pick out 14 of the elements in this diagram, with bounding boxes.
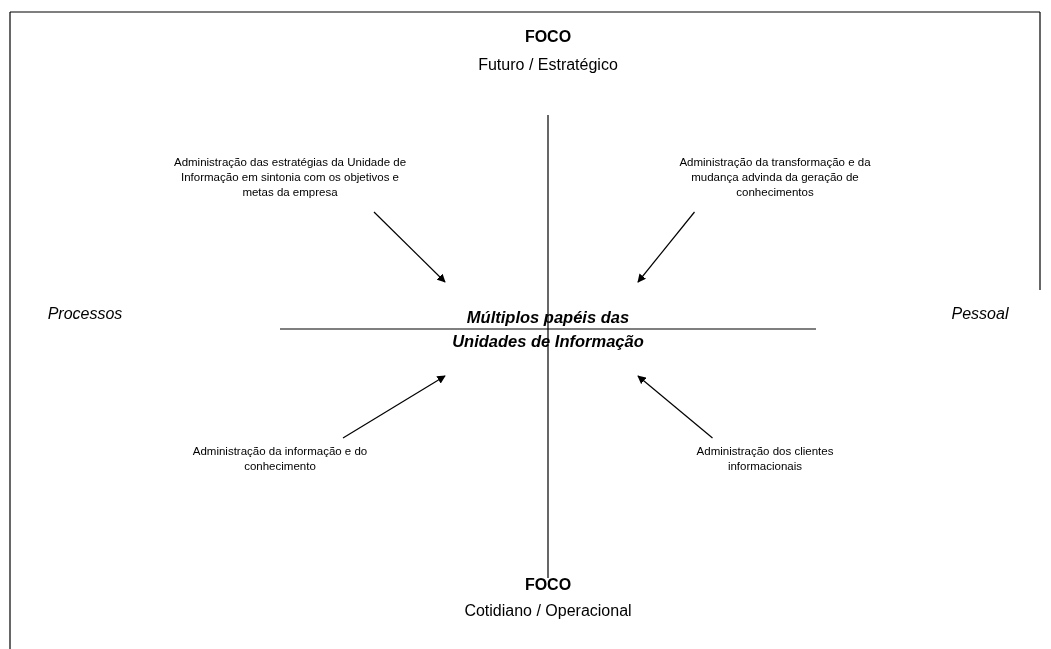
quadrant-text: Administração da transformação e da mudança advinda da geração de conhecimentos <box>678 154 872 200</box>
arrow <box>342 375 446 439</box>
axis-label: Cotidiano / Operacional <box>464 602 632 620</box>
quadrant-text: Administração da informação e do conhecimento <box>191 444 369 474</box>
axis-heading: FOCO <box>524 28 572 46</box>
arrow <box>373 211 446 283</box>
quadrant-text: Administração dos clientes informacionais <box>695 444 835 474</box>
axis-label: Pessoal <box>951 305 1009 323</box>
arrow <box>637 211 696 283</box>
axis-label: Processos <box>47 305 123 323</box>
axis-heading: FOCO <box>524 576 572 594</box>
arrow <box>637 375 714 439</box>
quadrant-text: Administração das estratégias da Unidade de Informação em sintonia com os objetivos e metas da empresa <box>172 154 408 200</box>
axis-label: Futuro / Estratégico <box>478 56 618 74</box>
